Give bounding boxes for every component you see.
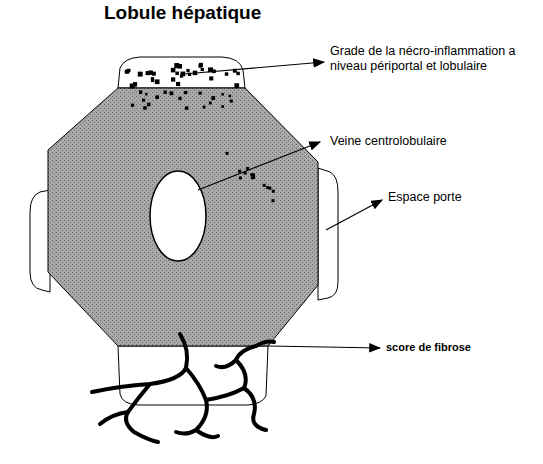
leader-arrows [184,62,382,348]
fibrosis-strands [92,334,274,442]
portal-label: Espace porte [388,190,538,205]
vein-label: Veine centrolobulaire [330,134,530,149]
diagram-title: Lobule hépatique [104,2,261,25]
fibrosis-label: score de fibrose [386,341,536,354]
central-vein [150,171,206,261]
portal-space-left [30,190,50,292]
portal-space-top [118,57,245,88]
portal-space-right [318,168,338,300]
necro-inflammation-dots [125,63,275,202]
lobule-octagon [48,88,318,346]
grade-label: Grade de la nécro-inflammation a niveau … [330,44,540,74]
